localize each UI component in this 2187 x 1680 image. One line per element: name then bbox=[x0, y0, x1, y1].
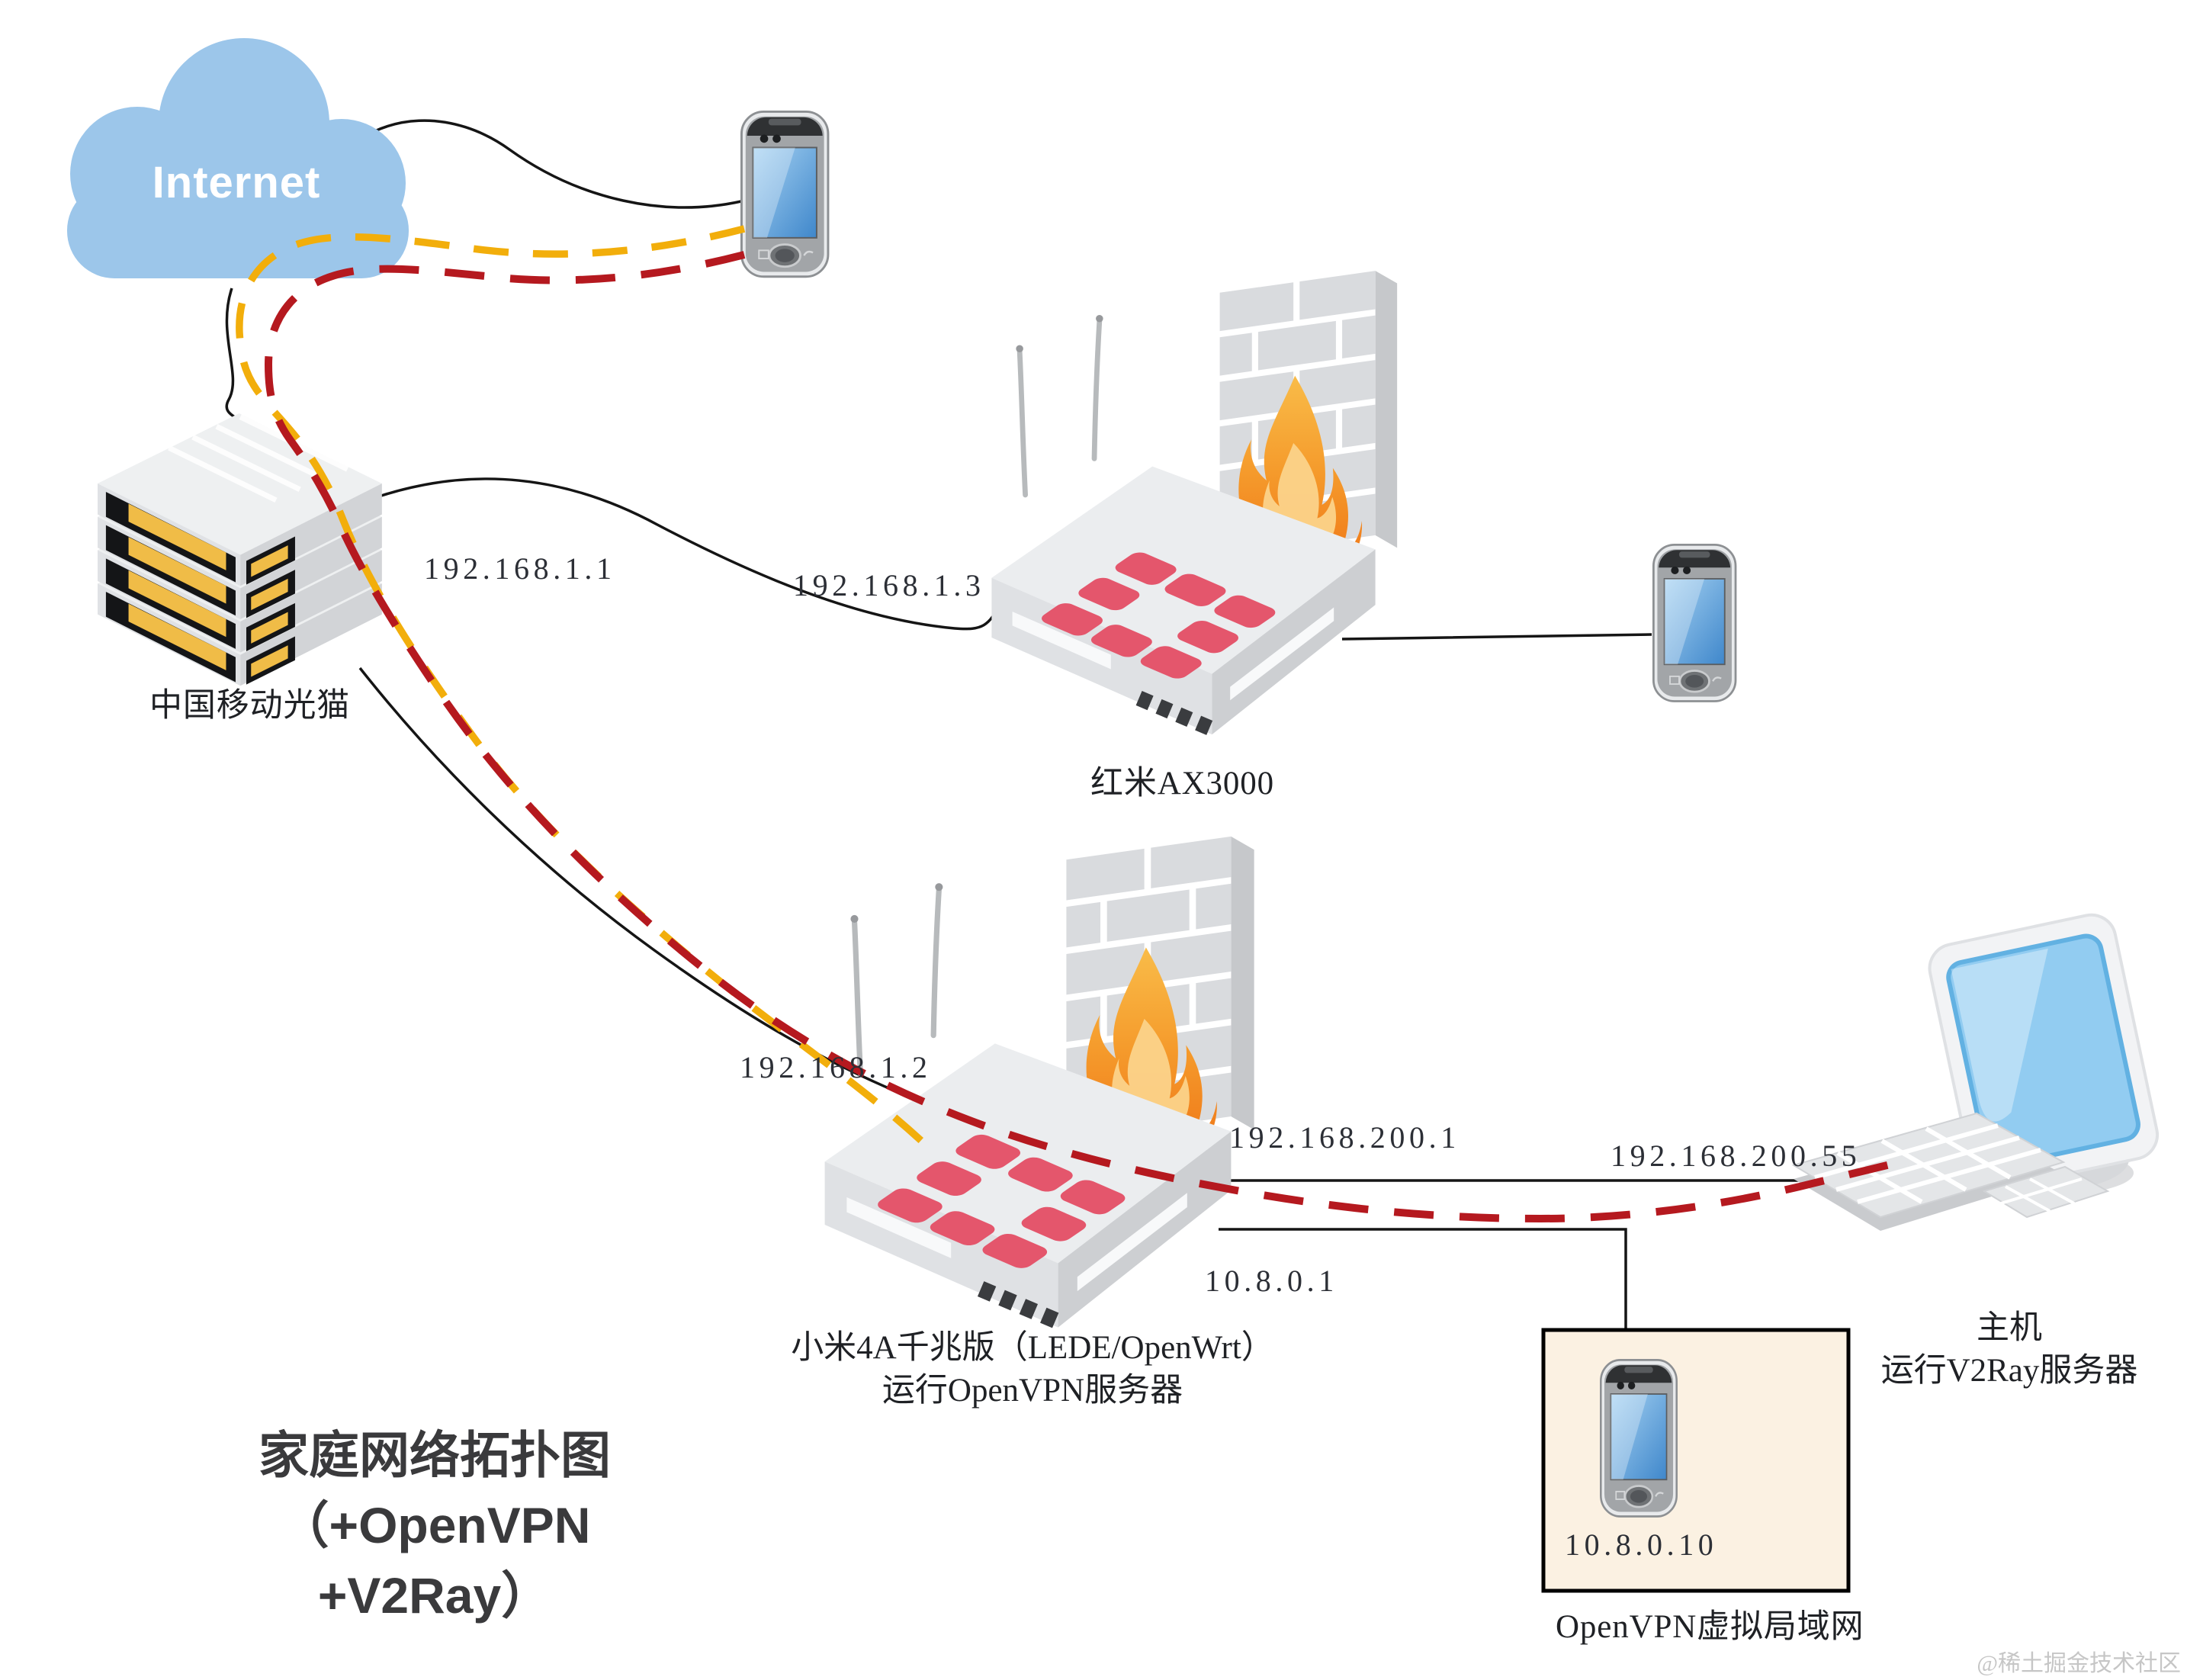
modem-label: 中国移动光猫 bbox=[149, 688, 351, 724]
host-computer-icon bbox=[1791, 913, 2160, 1231]
tunnel-openvpn-dashed bbox=[236, 225, 932, 1151]
diagram-title-line1: 家庭网络拓扑图 bbox=[259, 1427, 611, 1483]
link-modem-redmi bbox=[381, 477, 1002, 631]
ip-label-host: 192.168.200.55 bbox=[1611, 1139, 1861, 1173]
tunnel-v2ray-dashed bbox=[264, 251, 1902, 1223]
link-modem-xiaomi bbox=[358, 667, 971, 1121]
xiaomi-label-line1: 小米4A千兆版（LEDE/OpenWrt） bbox=[791, 1330, 1274, 1366]
internet-cloud-icon bbox=[67, 38, 409, 278]
link-redmi-phone bbox=[1341, 633, 1652, 641]
host-label: 主机 运行V2Ray服务器 bbox=[1822, 1307, 2187, 1393]
ip-label-modem-lan: 192.168.1.1 bbox=[424, 551, 616, 586]
ip-label-openvpn-gateway: 10.8.0.1 bbox=[1205, 1264, 1338, 1298]
ip-label-redmi-wan: 192.168.1.3 bbox=[793, 568, 985, 602]
mobile-client-phone-icon bbox=[740, 111, 830, 278]
xiaomi-label-line2: 运行OpenVPN服务器 bbox=[882, 1373, 1183, 1409]
keyboard-icon bbox=[1791, 1112, 2110, 1231]
host-label-line1: 主机 bbox=[1977, 1310, 2042, 1346]
watermark: @稀土掘金技术社区 bbox=[1977, 1651, 2181, 1676]
ip-label-xiaomi-wan: 192.168.1.2 bbox=[740, 1050, 932, 1084]
host-label-line2: 运行V2Ray服务器 bbox=[1880, 1353, 2138, 1389]
cloud-label: Internet bbox=[152, 158, 321, 207]
diagram-title-line2: （+OpenVPN bbox=[278, 1497, 591, 1553]
link-xiaomi-vlan bbox=[1219, 1228, 1627, 1330]
diagram-title-line3: +V2Ray） bbox=[317, 1567, 552, 1624]
link-internet-modem bbox=[225, 287, 238, 420]
vlan-box-label: OpenVPN虚拟局域网 bbox=[1556, 1609, 1864, 1645]
ip-label-xiaomi-lan: 192.168.200.1 bbox=[1229, 1120, 1460, 1155]
redmi-router-icon bbox=[991, 268, 1397, 735]
isp-modem-icon bbox=[98, 413, 382, 686]
ip-label-openvpn-client: 10.8.0.10 bbox=[1565, 1527, 1718, 1562]
redmi-label: 红米AX3000 bbox=[1090, 766, 1274, 801]
openvpn-lan-box bbox=[1541, 1328, 1851, 1593]
lan-phone-icon bbox=[1652, 544, 1737, 702]
link-internet-mobile bbox=[332, 119, 742, 209]
vpn-phone-icon bbox=[1599, 1359, 1678, 1518]
xiaomi-label: 小米4A千兆版（LEDE/OpenWrt） 运行OpenVPN服务器 bbox=[766, 1327, 1299, 1412]
diagram-title: 家庭网络拓扑图 （+OpenVPN +V2Ray） bbox=[183, 1420, 686, 1630]
